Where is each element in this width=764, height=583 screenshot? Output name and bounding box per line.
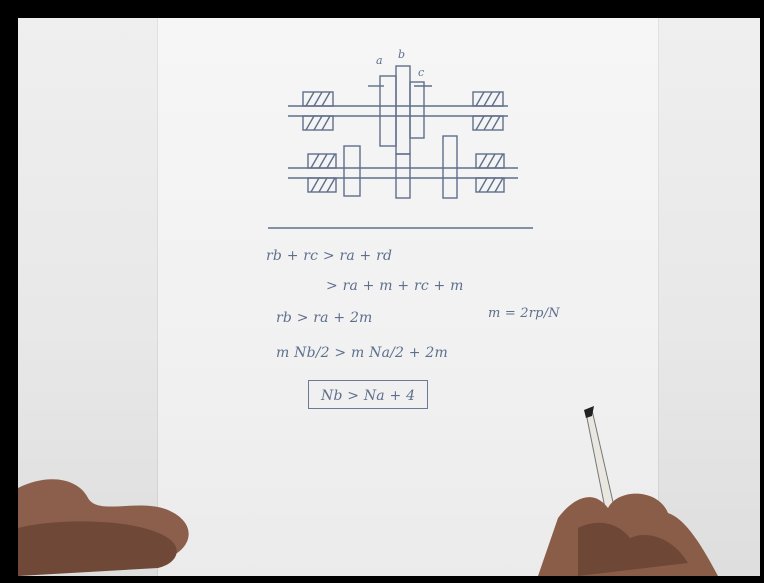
gear-label-c: c bbox=[418, 66, 425, 79]
gearbox-sketch bbox=[268, 65, 533, 229]
module-equation: m = 2rp/N bbox=[488, 306, 560, 321]
hand-right bbox=[538, 493, 718, 576]
equation-line-3: rb > ra + 2m bbox=[276, 310, 373, 326]
result-box: Nb > Na + 4 bbox=[308, 380, 429, 409]
hand-left bbox=[18, 479, 189, 576]
gear-label-b: b bbox=[398, 48, 406, 61]
equation-line-1: rb + rc > ra + rd bbox=[266, 248, 393, 264]
gear-label-a: a bbox=[376, 54, 383, 67]
desk-background: a b c rb + rc > ra + rd > ra + m + rc + … bbox=[18, 18, 760, 576]
paper-sheet bbox=[158, 18, 658, 576]
equation-line-4: m Nb/2 > m Na/2 + 2m bbox=[276, 345, 448, 361]
equation-line-2: > ra + m + rc + m bbox=[326, 278, 464, 294]
result-equation: Nb > Na + 4 bbox=[321, 388, 416, 404]
